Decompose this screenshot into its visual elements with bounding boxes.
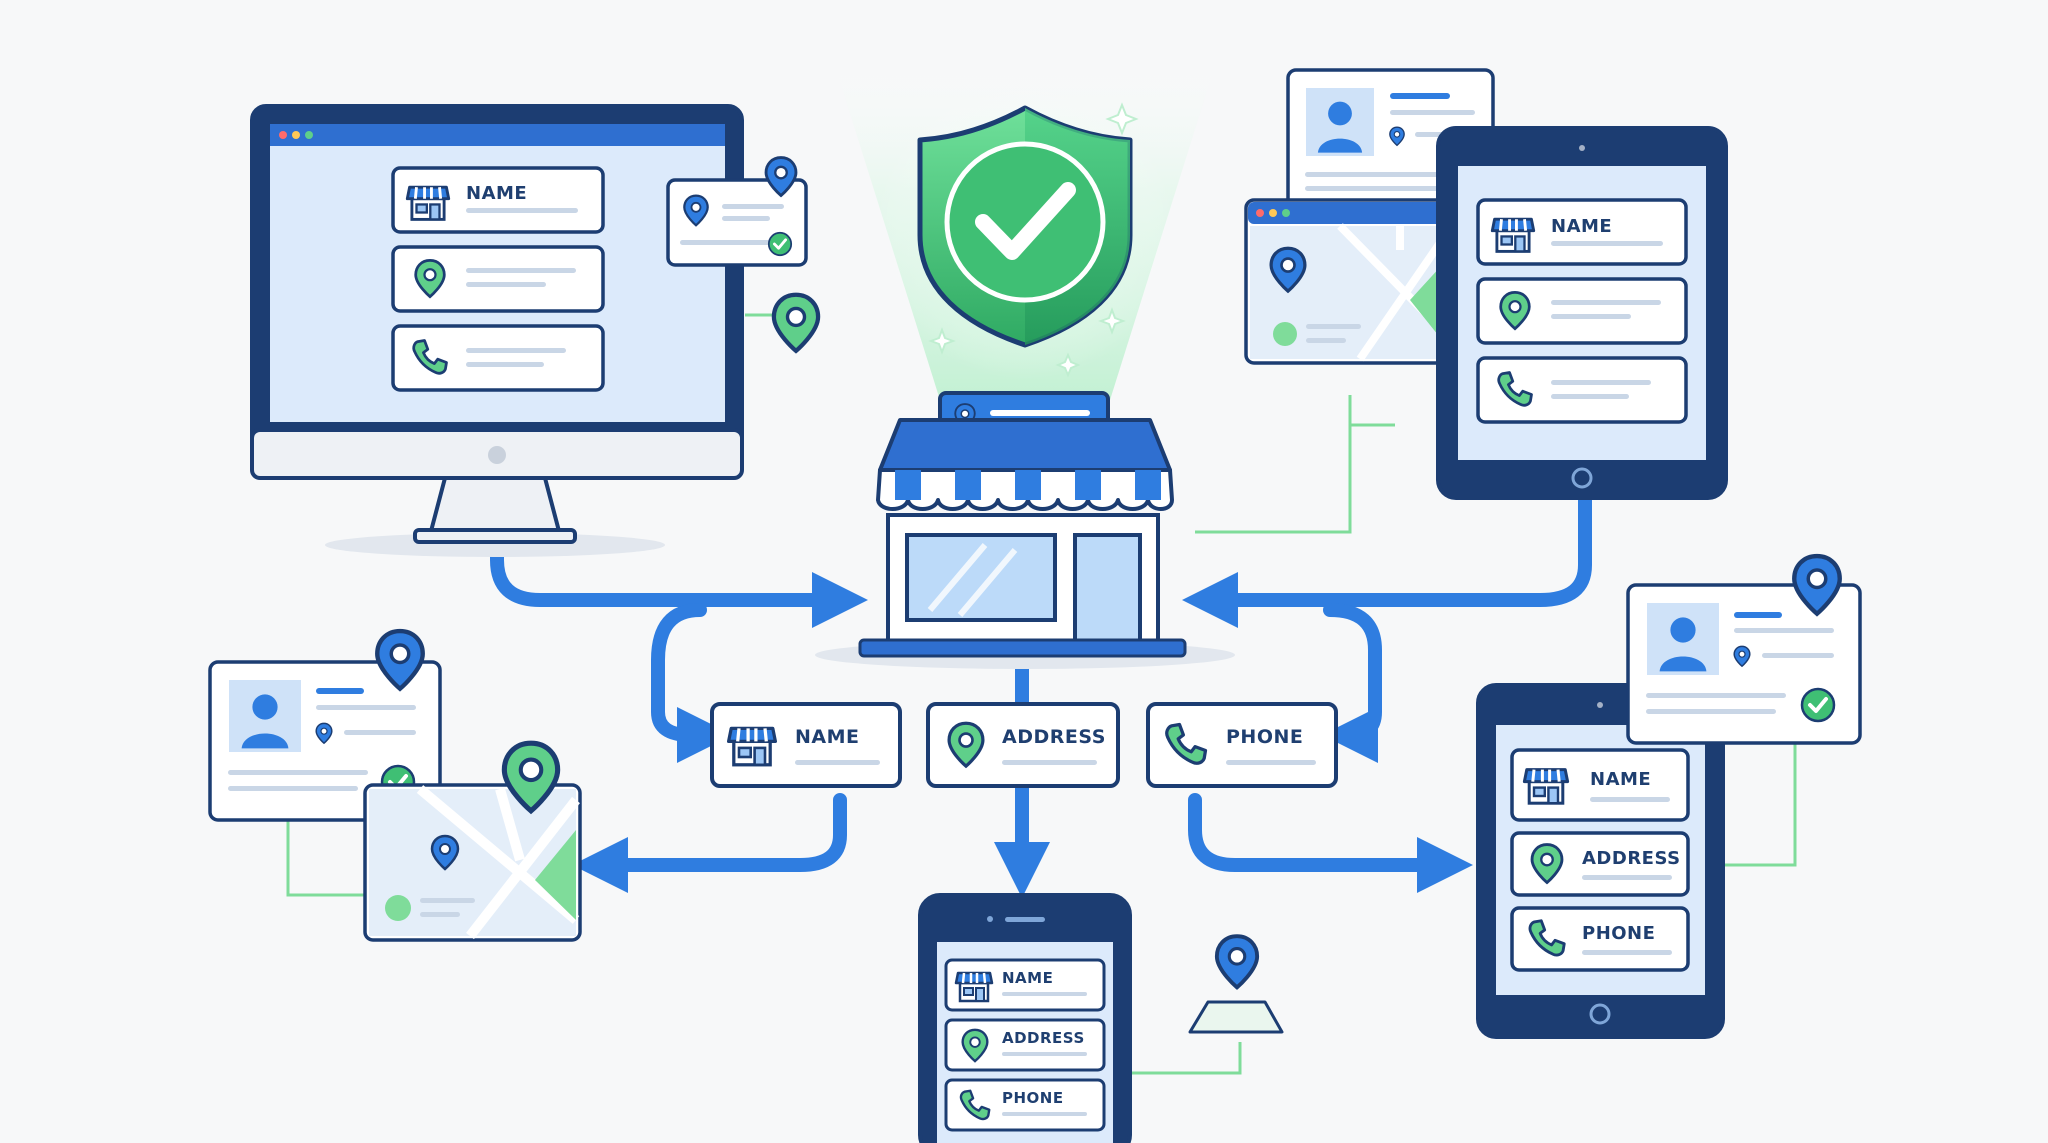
center-name-card: NAME [710,702,902,788]
phone-bottom: NAME ADDRESS PHONE [918,893,1132,1143]
desktop-listing-card [666,155,808,267]
map-card-left [363,743,582,942]
tablet-top-right: NAME [1436,126,1728,500]
center-name-label: NAME [795,726,860,748]
location-pin-icon [1217,936,1257,987]
center-phone-card: PHONE [1146,702,1338,788]
tablet-top-name-label: NAME [1551,216,1612,237]
desktop-name-label: NAME [466,183,527,204]
center-address-card: ADDRESS [926,702,1120,788]
check-circle-icon [1800,687,1836,723]
desktop-monitor: NAME [250,104,744,557]
phone-name-label: NAME [1002,969,1053,987]
storefront-icon [726,726,778,767]
shield-check-icon [917,105,1133,348]
tablet-bottom-phone-label: PHONE [1582,923,1655,944]
storefront-icon [405,185,451,221]
check-circle-icon [767,231,793,257]
phone-phone-label: PHONE [1002,1089,1064,1107]
tablet-bottom-right: NAME ADDRESS PHONE [1476,683,1725,1039]
center-address-label: ADDRESS [1002,726,1106,748]
storefront-icon [954,971,994,1003]
tablet-bottom-address-label: ADDRESS [1582,848,1681,869]
center-phone-label: PHONE [1226,726,1303,748]
location-pin-icon [774,295,818,351]
tablet-bottom-name-label: NAME [1590,769,1651,790]
thin-connectors [286,313,1797,1075]
person-avatar-icon [1306,88,1374,156]
profile-card-bottom-right [1626,556,1862,745]
profile-card-left [208,631,442,822]
map-window-top-right [1244,198,1448,365]
storefront-icon [1490,217,1536,253]
person-avatar-icon [229,680,301,752]
storefront-icon [1522,768,1570,805]
sparkle-icon [928,102,1139,378]
phone-address-label: ADDRESS [1002,1029,1085,1047]
map-pin-marker [1188,936,1284,1034]
storefront [815,391,1235,669]
person-avatar-icon [1647,603,1719,675]
